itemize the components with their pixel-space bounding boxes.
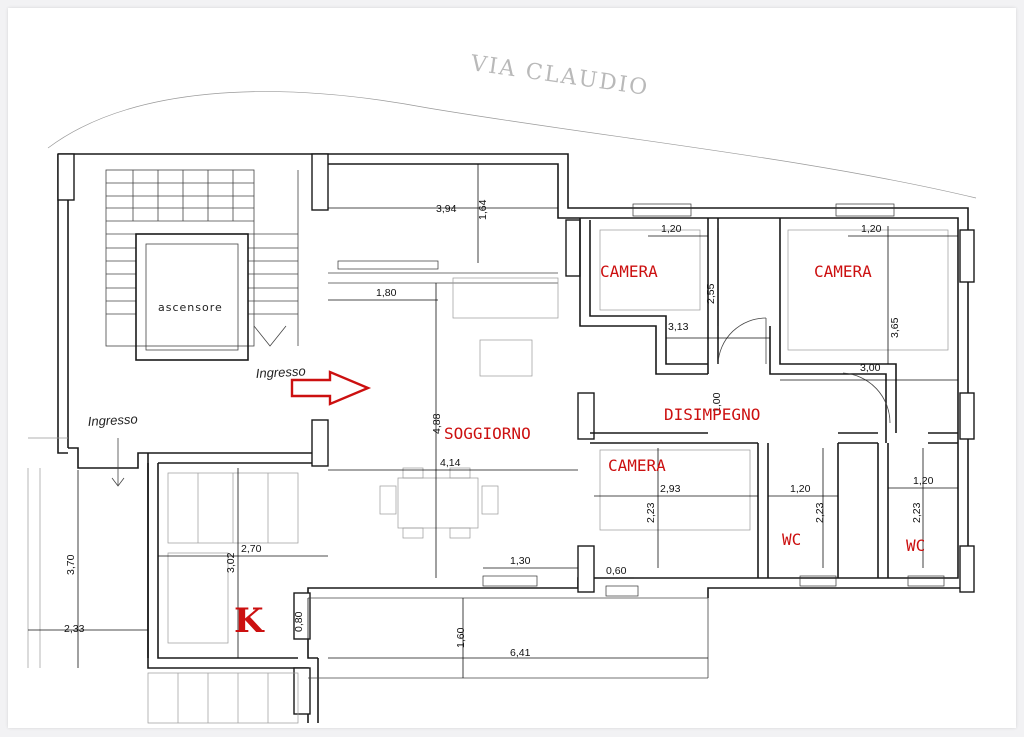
dim-label: 1,64 xyxy=(477,199,489,220)
dim-label: 6,41 xyxy=(510,647,531,659)
room-label-camera-2: CAMERA xyxy=(814,262,872,281)
staircase xyxy=(105,169,299,347)
dimension-labels: 3,94 1,64 1,20 1,20 2,55 3,65 3,13 1,80 … xyxy=(64,199,934,659)
dim-label: 2,23 xyxy=(911,502,923,523)
room-label-wc-1: WC xyxy=(782,530,801,549)
door-swings xyxy=(717,317,891,424)
dim-label: 1,60 xyxy=(455,627,467,648)
dim-label: 0,80 xyxy=(293,611,305,632)
dim-label: 1,20 xyxy=(861,223,882,235)
dim-label: 4,14 xyxy=(440,457,461,469)
room-labels: CAMERA CAMERA DISIMPEGNO SOGGIORNO CAMER… xyxy=(234,262,925,641)
windows xyxy=(337,203,945,597)
interior-walls xyxy=(147,218,958,679)
dim-label: 3,94 xyxy=(436,203,457,215)
dim-label: 1,30 xyxy=(510,555,531,567)
entry-arrow-icon xyxy=(290,370,372,406)
dim-label: 1,00 xyxy=(711,392,723,413)
dim-label: 3,00 xyxy=(860,362,881,374)
dim-label: 1,80 xyxy=(376,287,397,299)
dim-label: 2,93 xyxy=(660,483,681,495)
dim-label: 1,20 xyxy=(790,483,811,495)
dim-label: 2,70 xyxy=(241,543,262,555)
room-label-camera-3: CAMERA xyxy=(608,456,666,475)
dim-label: 2,23 xyxy=(645,502,657,523)
floor-plan-drawing: VIA CLAUDIO xyxy=(27,51,977,724)
room-label-soggiorno: SOGGIORNO xyxy=(444,424,531,443)
street-name: VIA CLAUDIO xyxy=(468,51,650,101)
dim-label: 3,02 xyxy=(225,552,237,573)
room-label-wc-2: WC xyxy=(906,536,925,555)
room-label-kitchen: K xyxy=(234,601,265,641)
structural-columns xyxy=(57,153,975,715)
floor-plan-sheet: VIA CLAUDIO xyxy=(8,8,1016,728)
dim-label: 2,55 xyxy=(705,283,717,304)
dim-label: 2,33 xyxy=(64,623,85,635)
entrance-label-building: Ingresso xyxy=(87,411,138,429)
dimension-lines xyxy=(28,164,958,678)
dim-label: 4,88 xyxy=(431,413,443,434)
dim-label: 1,20 xyxy=(913,475,934,487)
furniture xyxy=(27,229,949,724)
dim-label: 2,23 xyxy=(814,502,826,523)
dim-label: 3,70 xyxy=(65,554,77,575)
dim-label: 1,20 xyxy=(661,223,682,235)
room-label-disimpegno: DISIMPEGNO xyxy=(664,405,760,424)
dim-label: 0,60 xyxy=(606,565,627,577)
room-label-camera-1: CAMERA xyxy=(600,262,658,281)
elevator-label: ascensore xyxy=(158,301,223,314)
entrance-arrow-head xyxy=(111,477,125,487)
dim-label: 3,13 xyxy=(668,321,689,333)
street-boundary-line xyxy=(47,91,977,199)
entrance-label-apartment: Ingresso xyxy=(255,363,306,381)
elevator-shaft: ascensore xyxy=(135,233,249,361)
dim-label: 3,65 xyxy=(889,317,901,338)
